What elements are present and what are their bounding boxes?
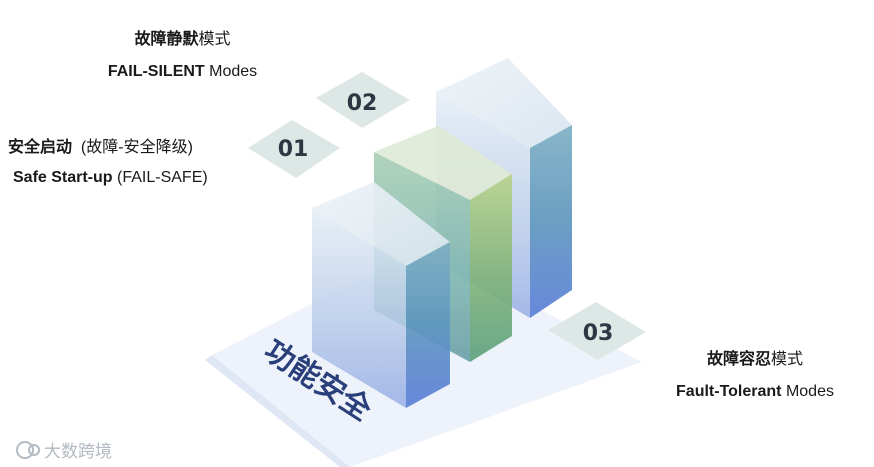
watermark: 大数跨境 [17, 442, 112, 462]
watermark-logo-icon [17, 442, 33, 458]
marker-01-text: 01 [278, 137, 309, 162]
marker-03-text: 03 [583, 321, 614, 346]
marker-02-text: 02 [347, 91, 378, 116]
watermark-text: 大数跨境 [44, 442, 112, 462]
